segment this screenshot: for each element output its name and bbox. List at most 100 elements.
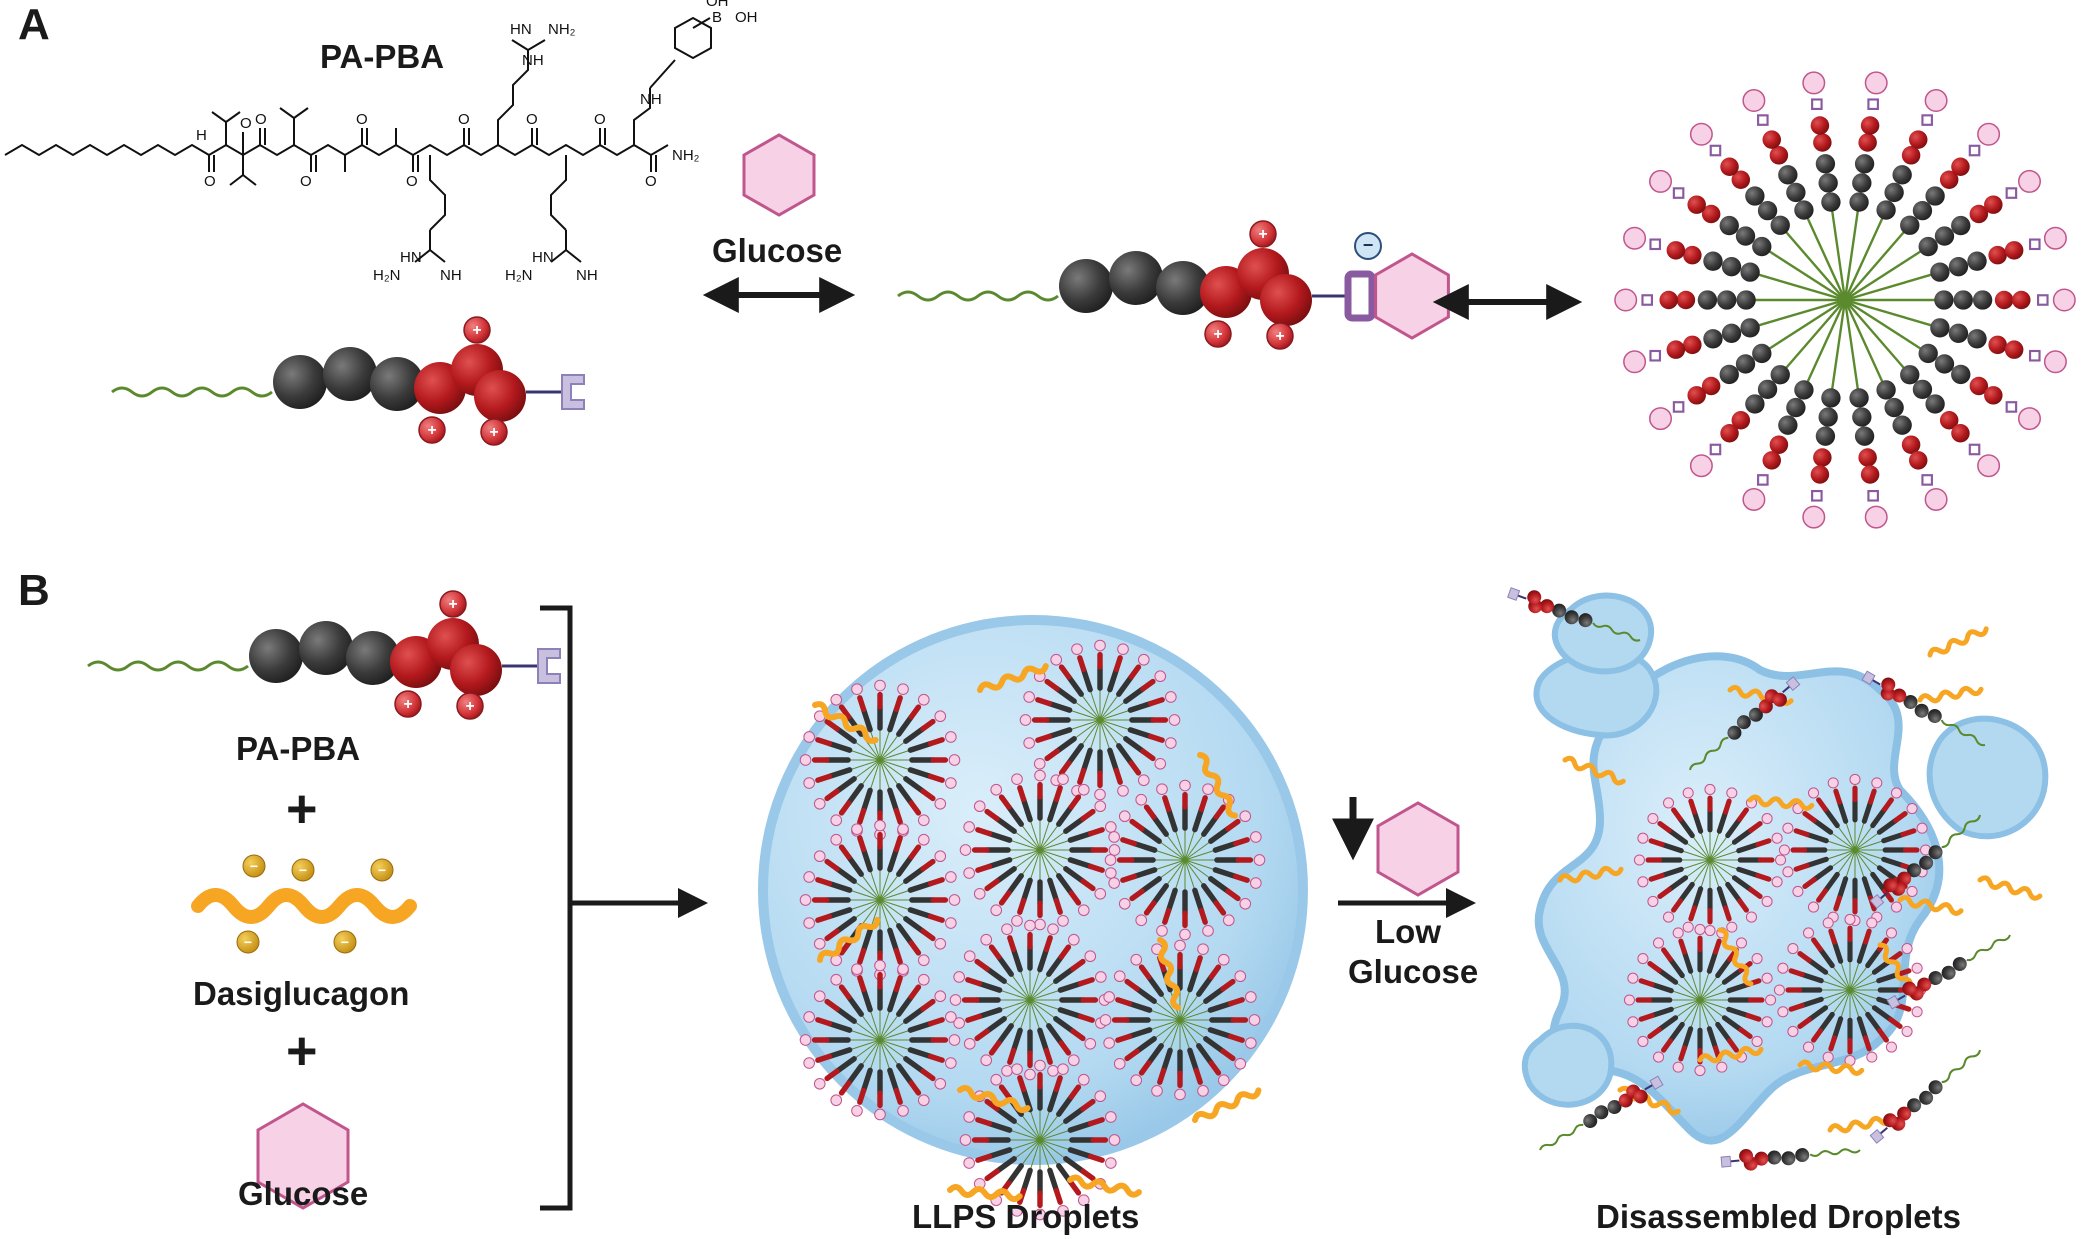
micelle-core-arm xyxy=(1131,840,1158,853)
micelle-charged-arm xyxy=(1077,767,1087,785)
free-valine xyxy=(1928,1080,1943,1095)
micelle-glucose xyxy=(1024,1068,1036,1081)
micelle-core-arm xyxy=(1677,816,1695,839)
micelle-glucose xyxy=(1672,1061,1684,1073)
micelle-glucose xyxy=(2052,288,2076,312)
micelle-tail xyxy=(1831,965,1851,991)
charge-bead xyxy=(1266,322,1294,350)
micelle-charged-arm xyxy=(908,800,922,816)
micelle-tail xyxy=(1849,961,1860,991)
micelle-core-arm xyxy=(1203,986,1226,1004)
micelle-tail xyxy=(1671,990,1701,1001)
micelle-core-arm xyxy=(1047,796,1060,823)
peptide-squiggle xyxy=(1697,1045,1764,1064)
micelle-core-arm xyxy=(1067,857,1094,870)
micelle-glucose xyxy=(1001,923,1013,935)
micelle-tail xyxy=(1784,299,1846,370)
micelle-glucose xyxy=(803,1057,815,1069)
micelle-valine xyxy=(1735,226,1756,246)
micelle-charged-arm xyxy=(1128,664,1142,680)
micelle-tail xyxy=(1184,833,1205,861)
peptide-path xyxy=(1827,1115,1894,1134)
micelle-core-arm xyxy=(976,980,1003,993)
micelle-glucose xyxy=(803,1011,815,1023)
micelle-tail xyxy=(1699,981,1725,1001)
peptide-squiggle xyxy=(1977,875,2043,901)
micelle-valine xyxy=(1912,379,1933,400)
micelle-core-arm xyxy=(1139,826,1162,844)
negative-charge xyxy=(1354,232,1382,260)
peptide-path xyxy=(1197,752,1238,819)
charged-bead xyxy=(474,370,526,422)
micelle-charged-arm xyxy=(1895,1003,1912,1012)
micelle-tail xyxy=(1099,719,1120,747)
micelle-core-arm xyxy=(1192,806,1205,833)
micelle-glucose xyxy=(1118,810,1131,823)
pa-pba-chemical-structure xyxy=(4,16,712,263)
micelle-core-arm xyxy=(1010,946,1023,973)
micelle-pba xyxy=(2028,349,2041,362)
micelle-charged-arm xyxy=(1077,977,1095,987)
micelle-core-arm xyxy=(986,1147,1013,1160)
micelle-core-arm xyxy=(1731,827,1754,845)
micelle-tail xyxy=(1089,719,1101,751)
glucose-hexagon-icon xyxy=(742,133,816,217)
micelle-core-arm xyxy=(1067,830,1094,843)
micelle-tail xyxy=(1699,999,1719,1025)
micelle-glucose xyxy=(1050,653,1063,666)
micelle-charged-arm xyxy=(1124,1048,1140,1062)
micelle-glucose xyxy=(1761,812,1773,825)
micelle-core-arm xyxy=(1799,996,1824,1009)
micelle-glucose xyxy=(803,777,815,789)
micelle-valine xyxy=(1934,290,1954,310)
micelle-pba xyxy=(2005,401,2018,413)
disassembled-droplets-label: Disassembled Droplets xyxy=(1596,1198,1961,1235)
micelle-glucose xyxy=(1105,1157,1117,1169)
micelle-tail xyxy=(1009,839,1041,851)
micelle-charged-arm xyxy=(824,928,840,942)
micelle-glucose xyxy=(799,894,812,906)
micelle-core-arm xyxy=(1856,939,1869,964)
micelle-core-arm xyxy=(1151,883,1169,906)
free-linker xyxy=(1896,994,1906,1001)
svg-text:NH: NH xyxy=(522,52,544,69)
micelle-tail xyxy=(1073,700,1101,721)
micelle-tail xyxy=(1039,1139,1060,1167)
micelle-charged-arm xyxy=(1220,978,1236,992)
free-tail xyxy=(1809,1148,1861,1157)
micelle-core-arm xyxy=(1207,1000,1234,1013)
micelle-charged-arm xyxy=(908,984,922,1000)
charge-bead xyxy=(456,692,484,720)
micelle-charged-arm xyxy=(1080,878,1096,892)
micelle-charged xyxy=(1984,386,2003,405)
micelle-charged-arm xyxy=(965,977,983,987)
micelle-core-arm xyxy=(860,986,873,1013)
micelle-glucose xyxy=(1977,122,2001,146)
micelle-tail xyxy=(879,759,891,791)
micelle-glucose xyxy=(1761,1016,1773,1028)
micelle-charged-arm xyxy=(1671,898,1683,913)
micelle-core-arm xyxy=(1716,809,1729,834)
micelle-charged-arm xyxy=(1713,938,1722,955)
micelle-valine xyxy=(1884,182,1904,203)
micelle-tail xyxy=(869,1009,881,1041)
micelle-tail xyxy=(1029,969,1041,1001)
micelle-charged xyxy=(1731,410,1751,430)
charge-bead xyxy=(480,418,508,446)
micelle-glucose xyxy=(1716,1061,1728,1073)
micelle-tail xyxy=(1184,849,1216,861)
micelle-valine xyxy=(1854,426,1875,446)
micelle-pba xyxy=(2036,294,2049,306)
micelle-tail xyxy=(1029,999,1061,1011)
micelle-valine xyxy=(1757,379,1778,400)
micelle-tail xyxy=(1699,999,1729,1010)
micelle-glucose xyxy=(1682,787,1694,799)
micelle-charged-arm xyxy=(824,1068,840,1082)
micelle-charged-arm xyxy=(1688,798,1697,815)
free-tail xyxy=(1689,736,1729,771)
micelle-tail xyxy=(1039,1120,1067,1141)
micelle-core-arm xyxy=(1123,686,1146,704)
pa-pba-label-b: PA-PBA xyxy=(236,730,361,767)
micelle-charged-arm xyxy=(1162,795,1172,813)
micelle-core-arm xyxy=(1201,883,1219,906)
